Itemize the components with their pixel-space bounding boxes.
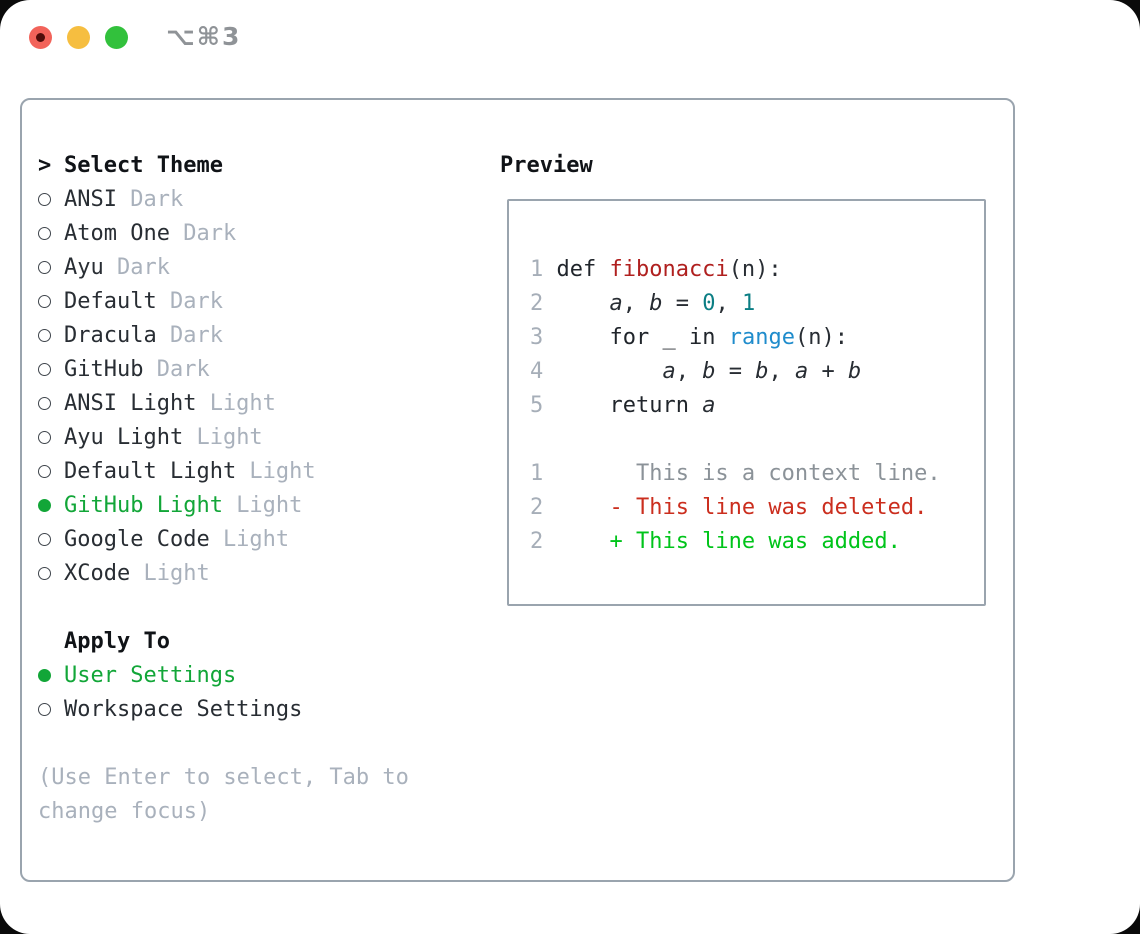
radio-icon bbox=[38, 328, 64, 342]
modified-dot-icon bbox=[36, 33, 45, 42]
theme-option[interactable]: Dracula Dark bbox=[38, 318, 409, 352]
radio-selected-icon bbox=[38, 498, 64, 512]
spacer bbox=[38, 726, 409, 760]
theme-variant: Dark bbox=[169, 288, 223, 314]
code-tokens: for _ in range(n): bbox=[609, 324, 848, 350]
preview-header: Preview bbox=[500, 152, 593, 178]
theme-option[interactable]: Atom One Dark bbox=[38, 216, 409, 250]
theme-name: ANSI bbox=[64, 186, 117, 212]
code-tokens: + This line was added. bbox=[609, 528, 901, 554]
apply-to-header-row: Apply To bbox=[38, 624, 409, 658]
apply-option-user-settings[interactable]: User Settings bbox=[38, 658, 409, 692]
line-number: 5 bbox=[530, 392, 544, 418]
code-tokens: This is a context line. bbox=[556, 460, 941, 486]
radio-icon bbox=[38, 464, 64, 478]
code-line: 3 for _ in range(n): bbox=[530, 320, 941, 354]
theme-option[interactable]: Ayu Light Light bbox=[38, 420, 409, 454]
line-number: 4 bbox=[530, 358, 544, 384]
theme-option[interactable]: GitHub Dark bbox=[38, 352, 409, 386]
theme-name: Ayu bbox=[64, 254, 104, 280]
select-theme-header-row: > Select Theme bbox=[38, 148, 409, 182]
theme-option[interactable]: ANSI Light Light bbox=[38, 386, 409, 420]
zoom-icon[interactable] bbox=[105, 26, 128, 49]
line-number: 3 bbox=[530, 324, 544, 350]
radio-icon bbox=[38, 532, 64, 546]
radio-icon bbox=[38, 192, 64, 206]
prompt-caret-icon: > bbox=[38, 152, 52, 178]
radio-icon bbox=[38, 294, 64, 308]
theme-name: GitHub bbox=[64, 356, 144, 382]
theme-name: Default Light bbox=[64, 458, 237, 484]
code-line: 2 a, b = 0, 1 bbox=[530, 286, 941, 320]
radio-icon bbox=[38, 566, 64, 580]
line-number: 1 bbox=[530, 460, 544, 486]
diff-context-line: 1 This is a context line. bbox=[530, 456, 941, 490]
code-preview: 1 def fibonacci(n): 2 a, b = 0, 1 3 for _… bbox=[530, 252, 941, 558]
theme-variant: Dark bbox=[156, 356, 210, 382]
theme-option[interactable]: ANSI Dark bbox=[38, 182, 409, 216]
apply-option-label: Workspace Settings bbox=[64, 696, 303, 722]
code-line: 1 def fibonacci(n): bbox=[530, 252, 941, 286]
hint-line-1: (Use Enter to select, Tab to bbox=[38, 764, 409, 790]
theme-name: Atom One bbox=[64, 220, 170, 246]
theme-option-selected[interactable]: GitHub Light Light bbox=[38, 488, 409, 522]
spacer bbox=[38, 590, 409, 624]
select-theme-header: Select Theme bbox=[64, 152, 223, 178]
radio-icon bbox=[38, 396, 64, 410]
code-tokens: - This line was deleted. bbox=[609, 494, 928, 520]
code-tokens: a, b = b, a + b bbox=[662, 358, 862, 384]
code-line: 5 return a bbox=[530, 388, 941, 422]
theme-name: Default bbox=[64, 288, 157, 314]
radio-icon bbox=[38, 702, 64, 716]
diff-added-line: 2 + This line was added. bbox=[530, 524, 941, 558]
line-number: 2 bbox=[530, 494, 544, 520]
apply-to-header: Apply To bbox=[64, 628, 170, 654]
window-title: ⌥⌘3 bbox=[166, 22, 242, 51]
code-tokens: return a bbox=[609, 392, 716, 418]
code-line: 4 a, b = b, a + b bbox=[530, 354, 941, 388]
apply-option-label: User Settings bbox=[64, 662, 237, 688]
apply-option-workspace-settings[interactable]: Workspace Settings bbox=[38, 692, 409, 726]
theme-name: ANSI Light bbox=[64, 390, 197, 416]
theme-option[interactable]: XCode Light bbox=[38, 556, 409, 590]
theme-option[interactable]: Default Dark bbox=[38, 284, 409, 318]
theme-variant: Dark bbox=[183, 220, 237, 246]
theme-variant: Dark bbox=[130, 186, 184, 212]
theme-name: Ayu Light bbox=[64, 424, 184, 450]
theme-variant: Dark bbox=[116, 254, 170, 280]
theme-variant: Light bbox=[222, 526, 290, 552]
line-number: 2 bbox=[530, 290, 544, 316]
radio-icon bbox=[38, 362, 64, 376]
code-line-blank bbox=[530, 422, 941, 456]
close-icon[interactable] bbox=[29, 26, 52, 49]
radio-icon bbox=[38, 430, 64, 444]
theme-option[interactable]: Google Code Light bbox=[38, 522, 409, 556]
theme-variant: Light bbox=[209, 390, 276, 416]
theme-variant: Light bbox=[236, 492, 303, 518]
theme-variant: Light bbox=[143, 560, 210, 586]
theme-name: Dracula bbox=[64, 322, 157, 348]
theme-name: GitHub Light bbox=[64, 492, 223, 518]
preview-pane: 1 def fibonacci(n): 2 a, b = 0, 1 3 for _… bbox=[507, 199, 986, 606]
theme-variant: Light bbox=[196, 424, 263, 450]
hint-line-2: change focus) bbox=[38, 798, 211, 824]
code-tokens: a, b = 0, 1 bbox=[609, 290, 756, 316]
theme-variant: Light bbox=[249, 458, 316, 484]
line-number: 2 bbox=[530, 528, 544, 554]
minimize-icon[interactable] bbox=[67, 26, 90, 49]
theme-option[interactable]: Default Light Light bbox=[38, 454, 409, 488]
theme-option[interactable]: Ayu Dark bbox=[38, 250, 409, 284]
radio-selected-icon bbox=[38, 668, 64, 682]
line-number: 1 bbox=[530, 256, 544, 282]
theme-name: Google Code bbox=[64, 526, 210, 552]
radio-icon bbox=[38, 226, 64, 240]
theme-variant: Dark bbox=[169, 322, 223, 348]
theme-list: > Select Theme ANSI Dark Atom One Dark A… bbox=[38, 148, 409, 828]
theme-name: XCode bbox=[64, 560, 131, 586]
radio-icon bbox=[38, 260, 64, 274]
code-tokens: def fibonacci(n): bbox=[556, 256, 782, 282]
diff-deleted-line: 2 - This line was deleted. bbox=[530, 490, 941, 524]
